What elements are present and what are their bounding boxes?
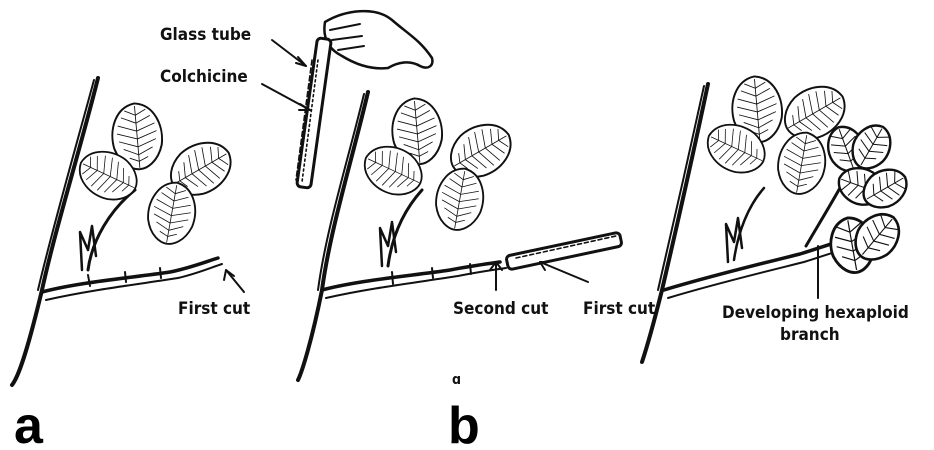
- label-second-cut: Second cut: [453, 299, 548, 319]
- panel-label-a: a: [14, 397, 44, 450]
- first-cut-b-pointer: [540, 262, 588, 282]
- label-developing-line2: branch: [780, 325, 840, 345]
- panel-b-plant: [298, 92, 622, 380]
- label-developing-line1: Developing hexaploid: [722, 303, 909, 323]
- hexaploid-branch: [806, 118, 914, 276]
- cut-branch-b: [322, 262, 500, 290]
- main-stem-c: [642, 84, 708, 362]
- glass-tube-pointer: [272, 40, 306, 66]
- main-stem-a: [12, 78, 98, 385]
- first-cut-a-pointer: [226, 270, 244, 292]
- panel-label-b: b: [448, 397, 480, 450]
- label-glass-tube: Glass tube: [160, 25, 251, 45]
- label-first-cut-a: First cut: [178, 299, 250, 319]
- label-first-cut-b: First cut: [583, 299, 655, 319]
- label-colchicine: Colchicine: [160, 67, 248, 87]
- panel-a-plant: [12, 78, 241, 385]
- stray-mark: ɑ: [452, 372, 461, 388]
